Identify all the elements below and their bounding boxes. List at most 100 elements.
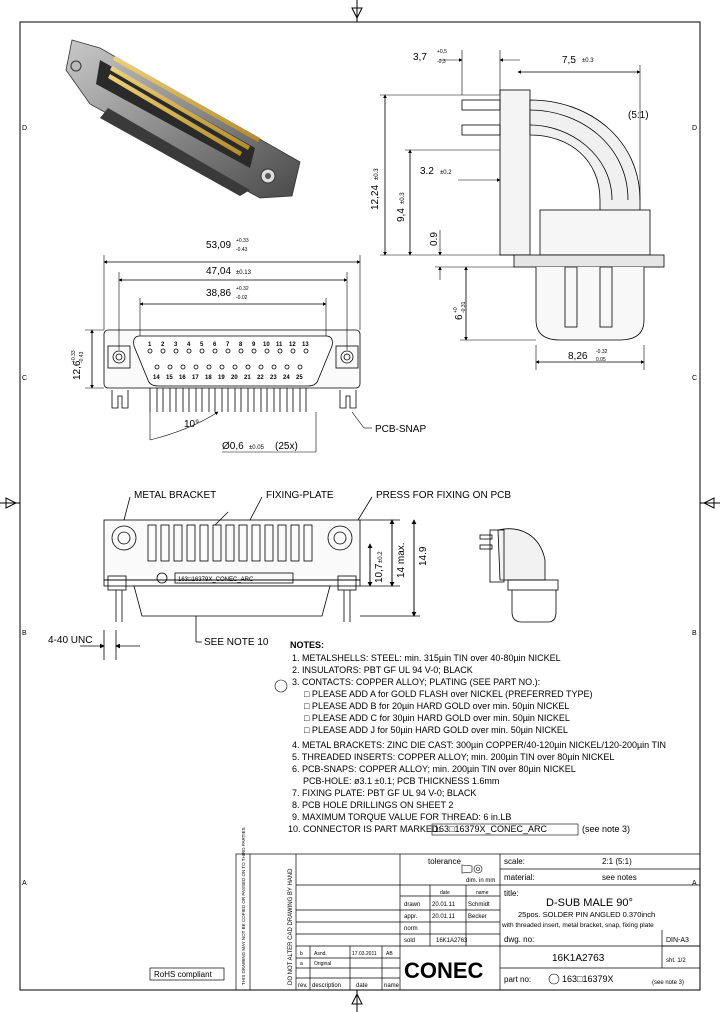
tb-appr-date: 20.01.11 — [432, 914, 456, 920]
tb-date-hdr: date — [440, 890, 450, 896]
pin-4: 4 — [187, 342, 191, 348]
dim-6-tol-up: +0 — [453, 307, 459, 313]
grid-right-b: B — [692, 630, 697, 637]
dim-3-2: 3.2 — [420, 166, 434, 177]
title-block — [235, 853, 701, 991]
note-10-mark-frame — [431, 823, 579, 836]
dim-6: 6 — [454, 314, 465, 320]
tb-part-value: 163□16379X — [562, 974, 613, 984]
dim-6-tol-dn: -0.31 — [461, 301, 467, 313]
front-pcb-pins — [149, 388, 307, 412]
tb-rev-a: a — [300, 961, 303, 967]
tb-material-value: see notes — [602, 873, 637, 882]
grid-left-a: A — [22, 880, 27, 887]
callout-press-fix: PRESS FOR FIXING ON PCB — [376, 490, 511, 501]
grid-right-c: C — [692, 375, 697, 382]
projection-symbol-icon — [461, 864, 483, 874]
tb-scale-label: scale: — [504, 857, 525, 866]
tb-rev-label: rev. — [298, 983, 308, 989]
tb-name-label: name — [384, 983, 400, 989]
pin-17: 17 — [192, 375, 199, 381]
pin-21: 21 — [244, 375, 251, 381]
pin-3: 3 — [174, 342, 178, 348]
dim-10-deg: 10° — [184, 419, 199, 430]
dim-4-40-unc: 4-40 UNC — [48, 635, 92, 646]
pin-23: 23 — [270, 375, 277, 381]
tb-title-sub2: with threaded insert, metal bracket, sna… — [501, 922, 654, 929]
dim-pin-dia: Ø0,6 — [222, 441, 244, 452]
dim-7-5: 7,5 — [562, 55, 576, 66]
tb-side-note: DO NOT ALTER CAD DRAWING BY HAND — [288, 868, 294, 985]
dim-9-4: 9,4 — [396, 208, 407, 222]
pin-1: 1 — [148, 342, 152, 348]
pin-15: 15 — [166, 375, 173, 381]
tb-tolerance: tolerance — [428, 857, 461, 866]
front-view-labels: 53,09 +0.33 -0.43 47,04 ±0.13 38,86 +0.3… — [71, 238, 426, 452]
dim-10-7-tol: ±0.2 — [378, 551, 384, 563]
dim-53-09: 53,09 — [206, 240, 231, 251]
note-6b: PCB-HOLE: ø3.1 ±0.1; PCB THICKNESS 1.6mm — [303, 776, 499, 786]
tb-rev-b: b — [300, 951, 303, 957]
marking-label: 163□16379X_CONEC_ARC — [178, 577, 254, 583]
dim-47-04: 47,04 — [206, 266, 231, 277]
tb-name-hdr: name — [476, 890, 489, 896]
scale-label: (5:1) — [628, 110, 649, 121]
dim-47-04-tol: ±0.13 — [236, 270, 252, 276]
tb-scale-value: 2:1 (5:1) — [602, 857, 632, 866]
iso-pins — [108, 56, 260, 156]
tb-legal: THIS DRAWING MAY NOT BE COPIED OR PASSED… — [241, 827, 246, 985]
title-block-text: tolerance dim. in mm scale: 2:1 (5:1) ma… — [241, 827, 689, 989]
tb-drawn-date: 20.01.11 — [432, 902, 456, 908]
tb-sheet: sht. 1/2 — [666, 958, 686, 964]
dim-0-9: 0.9 — [429, 232, 440, 246]
grid-right-a: A — [692, 880, 697, 887]
grid-left-b: B — [22, 630, 27, 637]
note-3c: □ PLEASE ADD C for 30µin HARD GOLD over … — [304, 713, 570, 723]
notes-block: NOTES: 1. METALSHELLS: STEEL: min. 315µi… — [288, 640, 666, 834]
callout-metal-bracket: METAL BRACKET — [134, 490, 216, 501]
note-1: 1. METALSHELLS: STEEL: min. 315µin TIN o… — [292, 653, 561, 663]
side-view-dimensions — [380, 50, 645, 370]
callout-see-note: SEE NOTE 10 — [204, 637, 269, 648]
dim-12-24-tol: ±0.3 — [374, 168, 380, 180]
note-8: 8. PCB HOLE DRILLINGS ON SHEET 2 — [292, 800, 453, 810]
front-pin-holes — [147, 348, 309, 370]
note-3b: □ PLEASE ADD B for 20µin HARD GOLD over … — [304, 701, 569, 711]
note-3: 3. CONTACTS: COPPER ALLOY; PLATING (SEE … — [292, 677, 540, 687]
grid-right-d: D — [692, 125, 697, 132]
dim-7-5-tol: ±0.3 — [582, 58, 594, 64]
dim-38-86: 38,86 — [206, 288, 231, 299]
dim-3-7-tol-up: +0,5 — [437, 49, 447, 55]
note-10: 10. CONNECTOR IS PART MARKED: — [288, 824, 441, 834]
tb-date-label: date — [356, 983, 368, 989]
front-view-dimensions — [85, 255, 372, 453]
pin-20: 20 — [231, 375, 238, 381]
side-view-5-1 — [461, 89, 665, 341]
bottom-view-labels: METAL BRACKET FIXING-PLATE PRESS FOR FIX… — [48, 490, 511, 648]
tb-appr-label: appr. — [404, 914, 418, 920]
dim-3-2-tol: ±0.2 — [440, 170, 452, 176]
iso-view — [65, 39, 301, 199]
tb-dim-unit: dim. in mm — [466, 878, 495, 884]
dim-12-6: 12,6 — [72, 360, 83, 380]
pin-16: 16 — [179, 375, 186, 381]
dim-8-26-tol-dn: 0.05 — [596, 357, 606, 363]
note-9: 9. MAXIMUM TORQUE VALUE FOR THREAD: 6 in… — [292, 812, 511, 822]
dim-8-26-tol-up: -0.32 — [596, 349, 608, 355]
company-logo: CONEC — [404, 958, 484, 983]
note-10-suffix: (see note 3) — [582, 824, 630, 834]
rohs-frame — [149, 967, 225, 981]
tb-rev-a-desc: Original — [314, 961, 331, 967]
tb-desc-label: description — [312, 983, 341, 989]
tb-din-a3: DIN-A3 — [666, 937, 689, 944]
dim-38-86-tol-up: +0.32 — [236, 286, 249, 292]
rohs-label: RoHS compliant — [154, 970, 213, 979]
pin-6: 6 — [213, 342, 217, 348]
pin-18: 18 — [205, 375, 212, 381]
dim-14-max: 14 max. — [396, 542, 407, 578]
pin-9: 9 — [252, 342, 256, 348]
pin-10: 10 — [263, 342, 270, 348]
note-2: 2. INSULATORS: PBT GF UL 94 V-0; BLACK — [292, 665, 473, 675]
